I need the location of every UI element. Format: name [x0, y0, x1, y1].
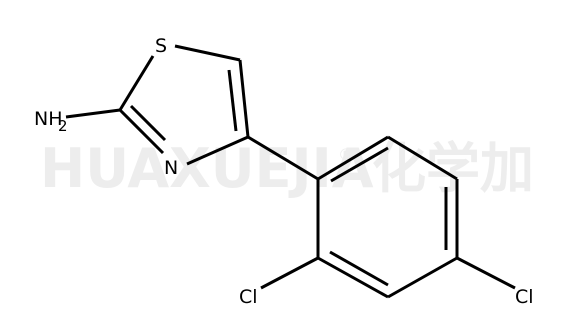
bond-p1-p2-inner [330, 146, 389, 183]
atom-chlorine-para-label: Cl [515, 286, 534, 308]
bond-n3-c2-inner [129, 104, 167, 142]
bond-c4-phenyl [247, 135, 319, 181]
bond-p1-p2 [317, 135, 389, 181]
atom-labels: S N NH 2 Cl Cl [34, 35, 534, 308]
bond-c5-c4 [238, 59, 250, 138]
bond-p2-p3 [387, 135, 458, 181]
bond-p4-cl [456, 256, 516, 290]
bond-c2-s1 [118, 55, 155, 111]
bond-s1-c5 [174, 44, 241, 62]
bond-c5-c4-inner [227, 69, 238, 132]
bond-c4-n3 [186, 135, 249, 166]
watermark-latin: HUAXUEJIA [40, 137, 374, 200]
atom-amine-label: NH [34, 108, 63, 130]
atom-chlorine-ortho-label: Cl [239, 286, 258, 308]
watermark-chinese: 化学加 [372, 137, 534, 200]
thiazole-ring [118, 44, 250, 166]
bond-p5-p6-inner [329, 250, 389, 287]
bond-c2-nh2 [65, 108, 121, 119]
watermark: HUAXUEJIA ® 化学加 [40, 137, 534, 200]
bond-p4-p5 [387, 256, 458, 299]
atom-sulfur-label: S [155, 35, 167, 57]
bond-n3-c2 [118, 108, 165, 155]
dichlorophenyl-ring [316, 135, 459, 299]
atom-ring-nitrogen-label: N [164, 157, 178, 179]
bond-p6-cl [260, 256, 319, 290]
bond-p5-p6 [317, 256, 389, 299]
atom-amine-subscript: 2 [58, 117, 68, 135]
